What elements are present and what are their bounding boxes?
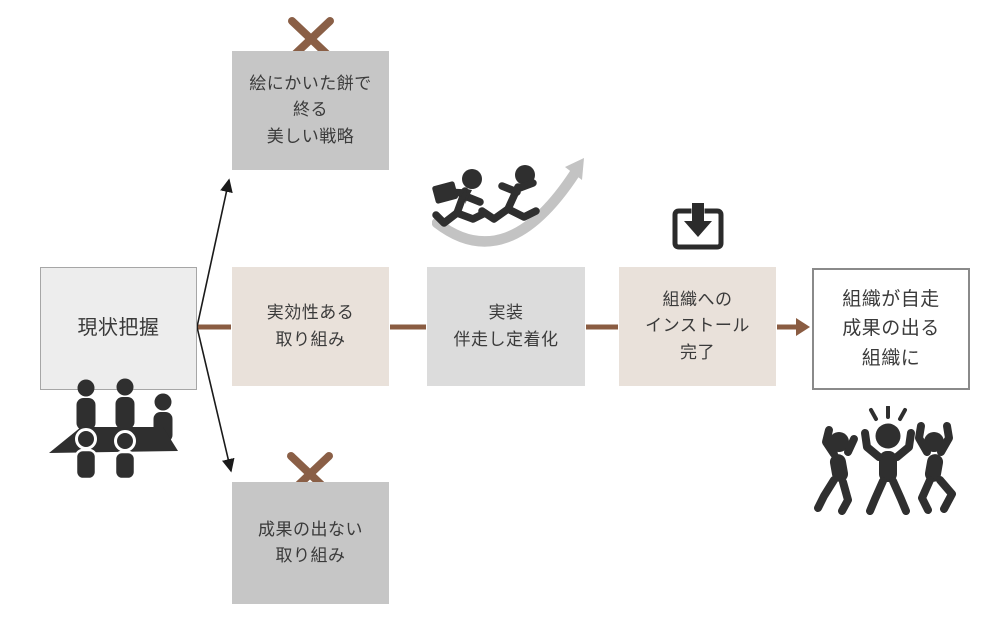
flow-arrow-to-result (777, 318, 810, 336)
box-paper-strategy-line3: 美しい戦略 (266, 126, 355, 146)
running-people-with-growth-arrow-icon (432, 158, 584, 247)
install-download-icon (672, 203, 724, 250)
box-implementation: 実装 伴走し定着化 (427, 267, 585, 386)
box-effective-line2: 取り組み (275, 329, 346, 349)
box-result: 組織が自走 成果の出る 組織に (812, 268, 970, 390)
box-paper-strategy: 絵にかいた餅で 終る 美しい戦略 (232, 51, 389, 170)
box-effective-line1: 実効性ある (266, 303, 355, 323)
box-current-state: 現状把握 (40, 267, 197, 390)
box-no-result-initiative: 成果の出ない 取り組み (232, 482, 389, 604)
box-paper-strategy-line2: 終る (293, 100, 328, 120)
meeting-people-icon (49, 378, 178, 480)
branch-arrow-down (196, 326, 235, 473)
box-effective-initiative: 実効性ある 取り組み (232, 267, 389, 386)
growth-curve-arrow (432, 158, 584, 247)
box-fail-line2: 取り組み (275, 546, 346, 565)
down-arrow (684, 203, 712, 237)
box-current-state-label: 現状把握 (77, 317, 160, 339)
runner-figures (432, 165, 540, 227)
box-install-complete: 組織への インストール 完了 (619, 267, 776, 386)
box-result-line3: 組織に (861, 347, 921, 369)
box-result-line1: 組織が自走 (842, 288, 940, 310)
box-implementation-line1: 実装 (488, 303, 524, 323)
box-result-line2: 成果の出る (842, 318, 940, 340)
box-paper-strategy-line1: 絵にかいた餅で (249, 73, 372, 93)
box-install-line3: 完了 (680, 342, 715, 362)
box-fail-line1: 成果の出ない (258, 519, 363, 539)
box-implementation-line2: 伴走し定着化 (453, 329, 559, 349)
box-install-line2: インストール (645, 316, 750, 336)
celebrating-people-icon (814, 406, 956, 515)
box-install-line1: 組織への (662, 289, 733, 309)
branch-arrow-up (196, 178, 233, 328)
